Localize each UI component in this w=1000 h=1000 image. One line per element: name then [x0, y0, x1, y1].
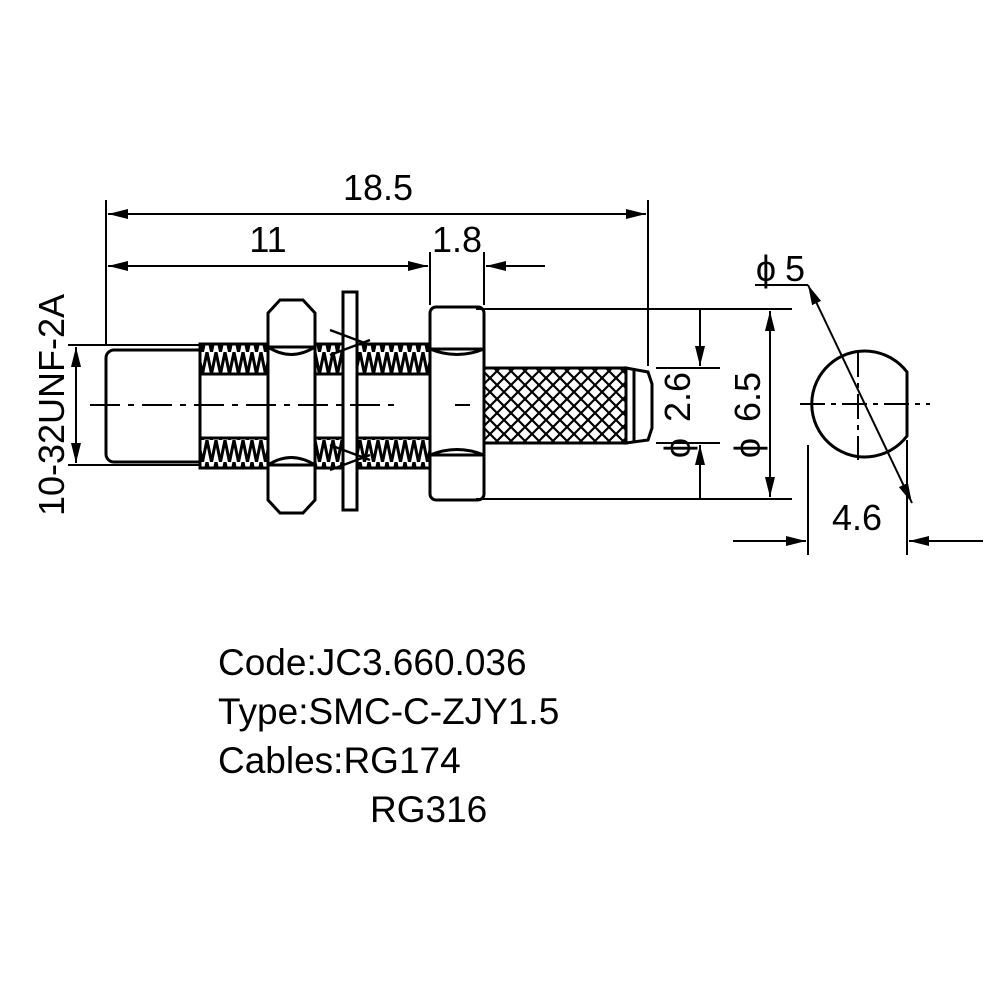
label-body-length: 11	[249, 219, 286, 260]
product-code: Code:JC3.660.036	[218, 642, 527, 683]
label-crimp-dia: 2.6	[657, 372, 698, 422]
product-cables: Cables:RG174	[218, 740, 461, 781]
flange	[428, 305, 486, 502]
product-cable-2: RG316	[370, 789, 488, 830]
crimp-sleeve	[482, 366, 628, 445]
label-flat-width: 4.6	[832, 497, 882, 538]
crimp-tip	[624, 366, 654, 445]
label-crimp-dia-symbol: ϕ	[657, 438, 698, 458]
label-end-dia: 5	[785, 248, 805, 289]
product-info: Code:JC3.660.036 Type:SMC-C-ZJY1.5 Cable…	[218, 638, 559, 834]
connector-side-view	[90, 290, 654, 515]
hex-nut	[266, 298, 317, 515]
label-flange-dia-symbol: ϕ	[727, 438, 768, 458]
label-flange-width: 1.8	[432, 219, 482, 260]
label-flange-dia: 6.5	[727, 372, 768, 422]
label-thread-spec: 10-32UNF-2A	[31, 294, 72, 516]
label-end-dia-symbol: ϕ	[756, 248, 776, 289]
label-overall-length: 18.5	[343, 167, 413, 208]
lock-washer	[341, 290, 359, 512]
product-type: Type:SMC-C-ZJY1.5	[218, 691, 560, 732]
dim-line-end-dia	[807, 284, 913, 504]
dimension-lines	[68, 200, 983, 555]
